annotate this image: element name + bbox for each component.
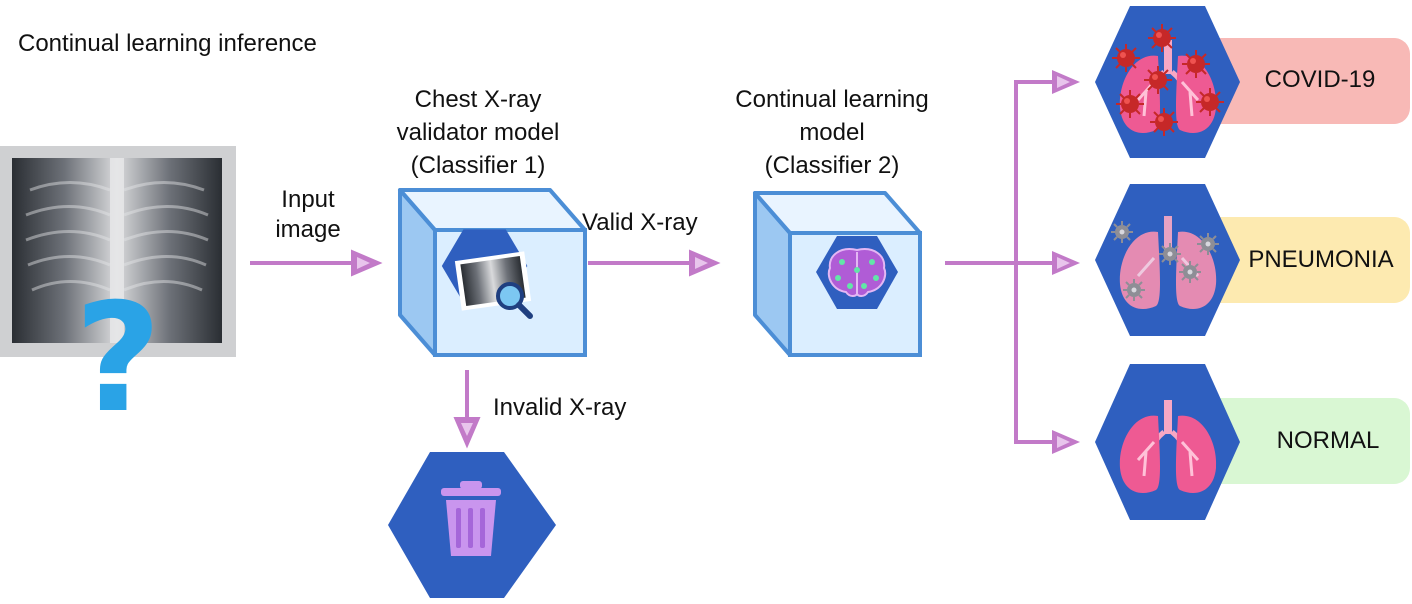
validator-title-line-2: validator model bbox=[396, 119, 560, 146]
xray-magnifier-icon bbox=[441, 229, 533, 319]
validator-title-line-1: Chest X-ray bbox=[414, 86, 542, 113]
covid-lungs-icon bbox=[1095, 6, 1240, 158]
output-label-normal: NORMAL bbox=[1276, 427, 1380, 454]
validator-title-line-3: (Classifier 1) bbox=[410, 152, 546, 179]
validator-model-cube bbox=[398, 188, 587, 357]
diagram-title: Continual learning inference bbox=[18, 30, 317, 57]
input-label-line-2: image bbox=[275, 216, 341, 243]
continual-title-line-1: Continual learning bbox=[735, 86, 929, 113]
invalid-xray-label: Invalid X-ray bbox=[493, 394, 627, 421]
arrow-validator-to-trash bbox=[453, 370, 481, 449]
continual-model-cube bbox=[753, 191, 922, 357]
question-mark-icon: ? bbox=[74, 272, 161, 446]
continual-title-line-2: model bbox=[799, 119, 865, 146]
chest-xray-image bbox=[0, 146, 236, 357]
question-mark: ? bbox=[74, 272, 161, 446]
output-label-covid: COVID-19 bbox=[1264, 66, 1376, 93]
continual-title-line-3: (Classifier 2) bbox=[764, 152, 900, 179]
output-arrowheads bbox=[1052, 70, 1080, 454]
output-pill-covid bbox=[1200, 38, 1410, 124]
trash-icon bbox=[388, 452, 556, 598]
output-pill-pneumonia bbox=[1200, 217, 1410, 303]
arrow-validator-to-continual bbox=[588, 249, 721, 277]
ai-brain-icon bbox=[816, 236, 898, 309]
output-pill-normal bbox=[1200, 398, 1410, 484]
input-label-line-1: Input bbox=[281, 186, 335, 213]
arrow-input-to-validator bbox=[250, 249, 383, 277]
pneumonia-lungs-icon bbox=[1095, 184, 1240, 336]
output-label-pneumonia: PNEUMONIA bbox=[1248, 246, 1394, 273]
arrow-continual-to-outputs bbox=[945, 80, 1062, 444]
healthy-lungs-icon bbox=[1095, 364, 1240, 520]
valid-xray-label: Valid X-ray bbox=[582, 209, 698, 236]
